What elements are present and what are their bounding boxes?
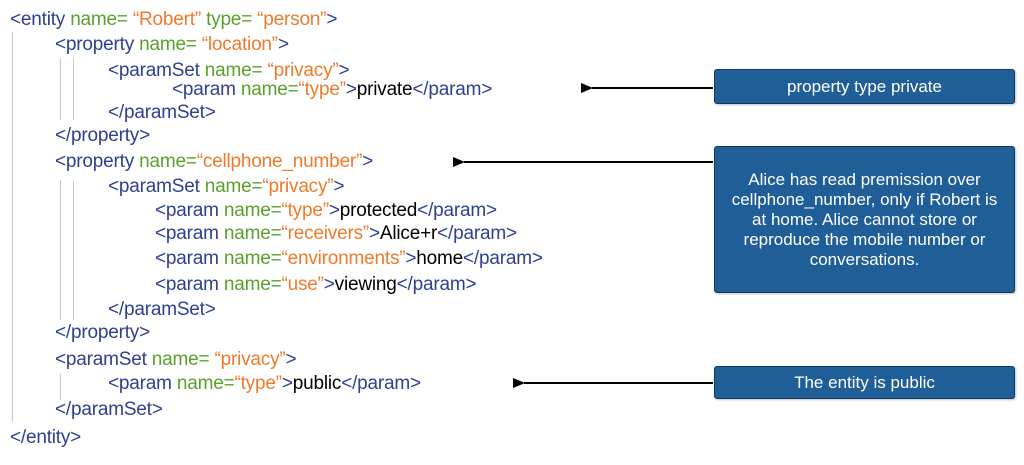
code-line: <param name=“type”>private</param> [172, 77, 492, 103]
code-token-tag: > [369, 223, 380, 244]
code-token-val: “type” [298, 79, 346, 100]
code-token-tag: > [362, 151, 373, 172]
code-line: <param name=“use”>viewing</param> [155, 272, 477, 298]
code-line: </property> [55, 123, 150, 149]
indent-guide [73, 180, 74, 320]
code-token-attr: name= [218, 248, 282, 269]
code-token-attr: name= [146, 349, 210, 370]
code-token-attr: name= [171, 373, 235, 394]
code-token-txt: public [292, 373, 342, 394]
code-token-txt: home [416, 248, 464, 269]
code-token-tag: </paramSet> [108, 299, 216, 320]
code-token-txt: viewing [334, 274, 397, 295]
code-token-attr: name= [134, 151, 197, 172]
code-token-val: “type” [234, 373, 282, 394]
code-token-tag: <param [155, 274, 219, 295]
code-token-tag: <entity [10, 9, 66, 30]
code-token-tag: > [281, 373, 293, 394]
code-line: <param name=“environments”>home</param> [155, 246, 543, 272]
code-token-tag: </param> [341, 373, 421, 394]
callout-cellphone-permission: Alice has read premission over cellphone… [714, 146, 1015, 293]
code-line: <paramSet name=“privacy”> [108, 174, 345, 200]
code-token-tag: </property> [55, 125, 150, 146]
code-line: </paramSet> [108, 100, 216, 126]
code-token-txt: protected [339, 200, 418, 221]
code-token-val: “location” [196, 34, 278, 55]
code-token-val: “cellphone_number” [196, 151, 363, 172]
code-token-attr: name= [235, 79, 299, 100]
code-token-tag: > [333, 176, 345, 197]
code-token-tag: > [326, 9, 338, 30]
callout-location-private: property type private [714, 69, 1015, 104]
code-line: <entity name= “Robert” type= “person”> [10, 7, 337, 33]
indent-guide [73, 58, 74, 120]
code-token-tag: </paramSet> [108, 102, 216, 123]
code-token-tag: <param [155, 200, 219, 221]
code-token-tag: <param [172, 79, 236, 100]
indent-guide [60, 374, 61, 400]
code-token-val: “receivers” [281, 223, 369, 244]
code-line: </paramSet> [55, 397, 163, 423]
code-token-tag: > [338, 60, 350, 81]
code-token-val: “privacy” [262, 60, 339, 81]
code-token-val: “use” [281, 274, 324, 295]
code-token-tag: > [405, 248, 417, 269]
code-token-tag: </param> [417, 200, 497, 221]
code-line: <param name=“type”>protected</param> [155, 198, 497, 224]
code-token-val: “type” [281, 200, 329, 221]
code-token-tag: </param> [412, 79, 493, 100]
code-token-tag: <paramSet [55, 349, 147, 370]
code-token-tag: </param> [437, 223, 517, 244]
callout-entity-public: The entity is public [714, 366, 1015, 399]
code-token-tag: <param [108, 373, 172, 394]
code-token-tag: </param> [396, 274, 477, 295]
code-line: <property name= “location”> [55, 32, 289, 58]
code-token-txt: private [356, 79, 413, 100]
code-token-tag: > [328, 200, 340, 221]
code-token-tag: <param [155, 223, 219, 244]
code-token-attr: type= [200, 9, 253, 30]
code-token-tag: <property [55, 151, 134, 172]
code-token-attr: name= [199, 60, 263, 81]
code-token-attr: name= [218, 274, 282, 295]
code-line: <paramSet name= “privacy”> [108, 58, 350, 84]
code-token-tag: > [323, 274, 335, 295]
code-token-txt: Alice+r [379, 223, 438, 244]
code-token-tag: > [345, 79, 357, 100]
indent-guide [12, 32, 13, 422]
code-line: <param name=“type”>public</param> [108, 371, 421, 397]
code-line: <paramSet name= “privacy”> [55, 347, 297, 373]
indent-guide [60, 58, 61, 120]
code-token-val: “person” [252, 9, 327, 30]
code-token-tag: <property [55, 34, 134, 55]
code-token-tag: </entity> [10, 427, 82, 448]
code-line: </entity> [10, 425, 81, 451]
code-token-val: “privacy” [209, 349, 286, 370]
code-token-tag: > [285, 349, 297, 370]
code-token-val: “privacy” [262, 176, 334, 197]
code-token-attr: name= [218, 200, 282, 221]
code-token-tag: </param> [463, 248, 543, 269]
code-line: <param name=“receivers”>Alice+r</param> [155, 221, 517, 247]
code-token-attr: name= [134, 34, 197, 55]
code-token-val: “Robert” [127, 9, 201, 30]
code-token-tag: </property> [55, 322, 150, 343]
code-token-attr: name= [199, 176, 263, 197]
code-line: </paramSet> [108, 297, 216, 323]
code-line: <property name=“cellphone_number”> [55, 149, 373, 175]
code-token-tag: > [277, 34, 289, 55]
indent-guide [60, 180, 61, 320]
code-line: </property> [55, 320, 150, 346]
code-token-tag: <param [155, 248, 219, 269]
code-token-tag: <paramSet [108, 176, 200, 197]
code-token-val: “environments” [281, 248, 406, 269]
code-token-attr: name= [65, 9, 128, 30]
code-token-attr: name= [218, 223, 282, 244]
code-token-tag: </paramSet> [55, 399, 163, 420]
code-token-tag: <paramSet [108, 60, 200, 81]
